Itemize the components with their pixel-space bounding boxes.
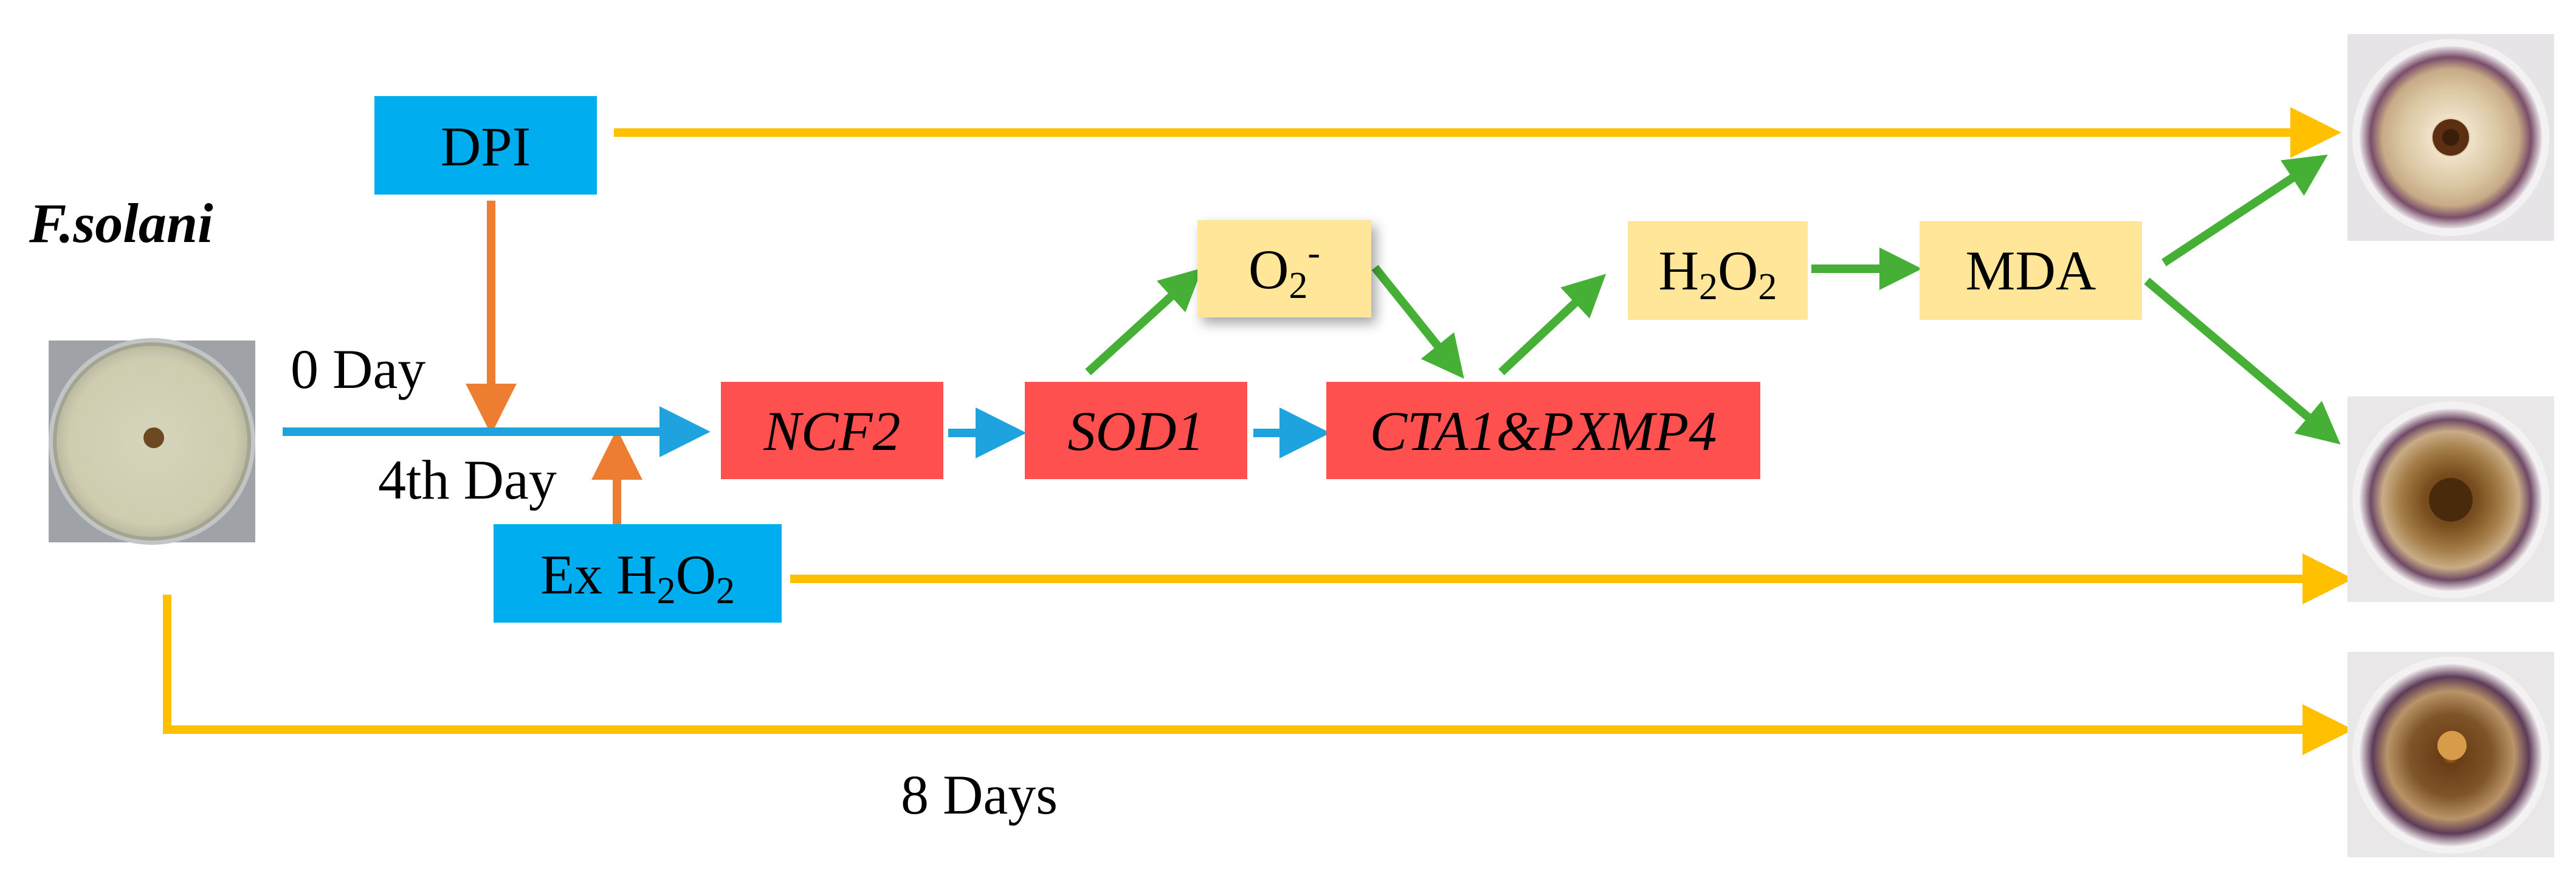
dpi-box: DPI <box>374 96 597 195</box>
control-8-days-arrow <box>163 595 2354 755</box>
ncf2-gene-box: NCF2 <box>721 382 943 479</box>
day-0-label: 0 Day <box>291 338 425 400</box>
ex-h2o2-result-plate <box>2347 396 2554 602</box>
superoxide-to-cta1-arrow <box>1371 264 1464 379</box>
mda-box: MDA <box>1920 221 2142 320</box>
mda-to-dpi-plate-arrow <box>2161 154 2328 266</box>
ncf2-label: NCF2 <box>763 400 901 462</box>
organism-label: F.solani <box>29 192 213 254</box>
sod1-gene-box: SOD1 <box>1025 382 1247 479</box>
day-8-label: 8 Days <box>901 764 1058 826</box>
mda-label: MDA <box>1966 240 2096 302</box>
day-4-label: 4th Day <box>378 449 557 511</box>
starting-culture-plate <box>49 338 255 545</box>
dpi-label: DPI <box>441 116 531 178</box>
ex-h2o2-box: Ex H2O2 <box>494 524 782 623</box>
cta1-pxmp4-label: CTA1&PXMP4 <box>1370 400 1717 462</box>
cta1-pxmp4-gene-box: CTA1&PXMP4 <box>1326 382 1760 479</box>
superoxide-box: O2- <box>1197 220 1371 317</box>
control-result-plate <box>2347 652 2554 857</box>
h2o2-box: H2O2 <box>1628 221 1808 320</box>
dpi-result-plate <box>2347 34 2554 241</box>
cta1-to-h2o2-arrow <box>1498 274 1607 376</box>
superoxide-label: O2- <box>1248 232 1320 306</box>
h2o2-label: H2O2 <box>1659 240 1777 308</box>
sod1-label: SOD1 <box>1068 400 1205 462</box>
ex-h2o2-label: Ex H2O2 <box>540 544 735 612</box>
sod1-to-superoxide-arrow <box>1085 268 1203 376</box>
mda-to-h2o2-plate-arrow <box>2144 277 2341 445</box>
